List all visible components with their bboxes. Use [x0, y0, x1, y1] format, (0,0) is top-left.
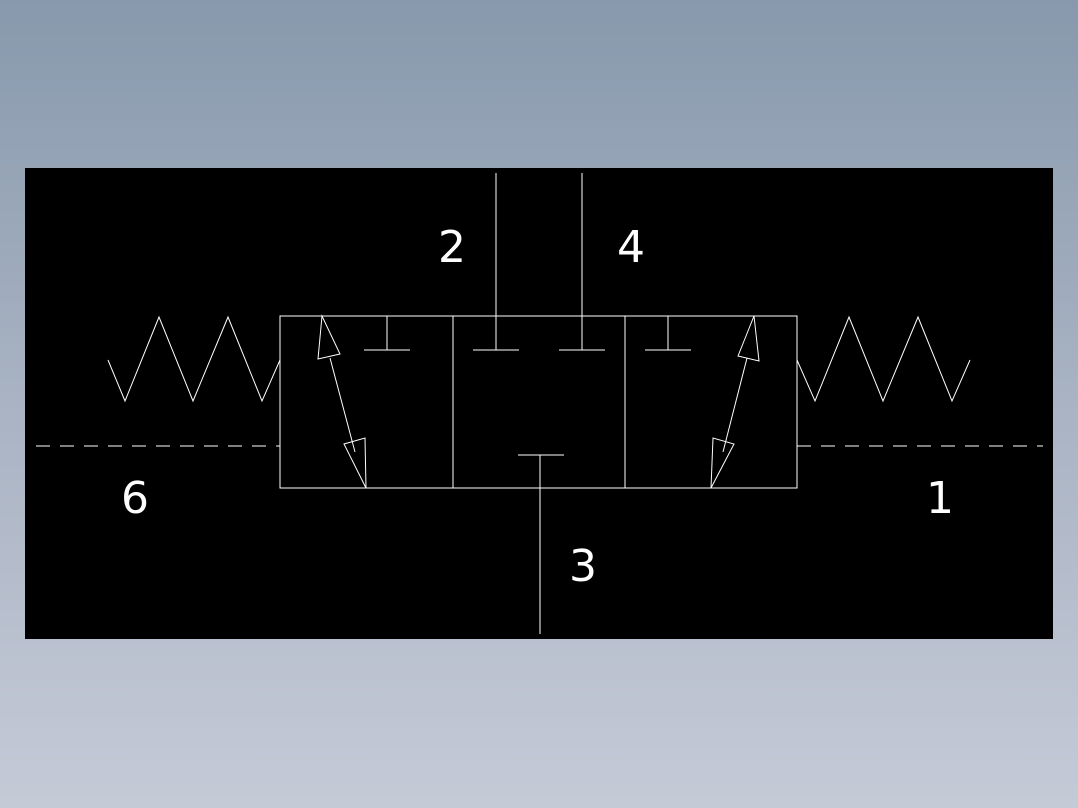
valve-body [279, 315, 798, 489]
flow-arrow-left [317, 314, 367, 489]
flow-arrow-right [710, 315, 760, 489]
port-label-6: 6 [121, 473, 149, 524]
valve-diagram: 2 4 6 1 3 [36, 173, 1043, 634]
port-label-3: 3 [569, 541, 597, 592]
envelope-center [452, 315, 626, 489]
drawing-canvas: 2 4 6 1 3 [25, 168, 1053, 639]
envelope-left [279, 315, 454, 489]
port-label-2: 2 [438, 222, 466, 273]
port-label-4: 4 [617, 222, 645, 273]
envelope-right [624, 315, 798, 489]
right-spring [796, 315, 971, 403]
left-spring [107, 315, 281, 403]
port-label-1: 1 [926, 473, 954, 524]
